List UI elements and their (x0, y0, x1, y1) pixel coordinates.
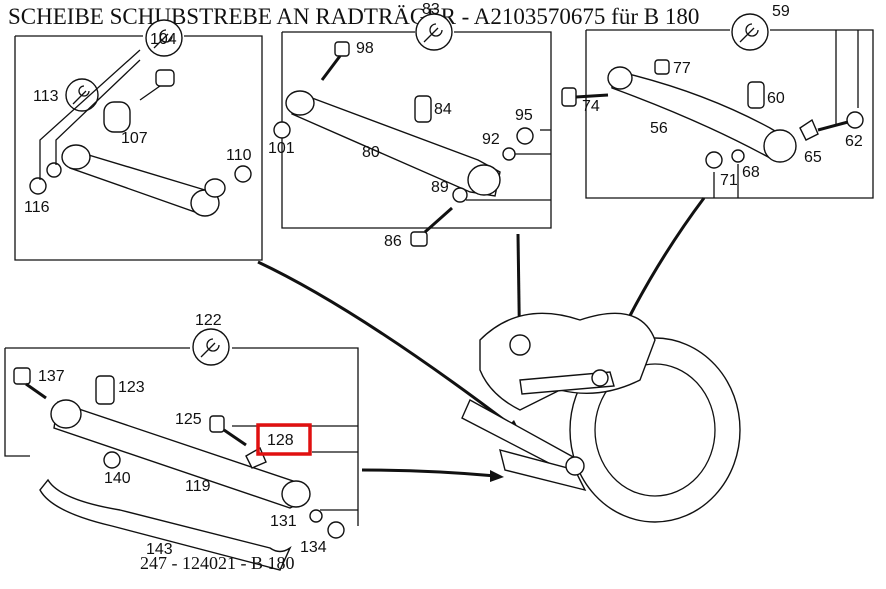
bolt-head-74 (561, 87, 577, 107)
washer (46, 162, 62, 178)
label-113: 113 (33, 88, 59, 105)
wrench-icon (731, 13, 769, 51)
label-143: 143 (146, 541, 173, 558)
bolt-head-125 (209, 415, 225, 433)
bolt-86 (424, 206, 453, 234)
bolt-62 (817, 120, 849, 132)
washer-92 (502, 147, 516, 161)
label-119: 119 (185, 478, 211, 495)
label-60: 60 (767, 90, 785, 107)
label-101: 101 (268, 140, 295, 157)
wrench-icon (145, 19, 183, 57)
bushing-107 (103, 101, 131, 133)
label-123: 123 (118, 379, 145, 396)
nut-77 (654, 59, 670, 75)
label-98: 98 (356, 40, 374, 57)
nut-71 (705, 151, 723, 169)
nut-95 (516, 127, 534, 145)
bushing-123 (95, 375, 115, 405)
bolt-98 (320, 55, 342, 81)
label-134: 134 (300, 539, 327, 556)
diagram-footer: 247 - 124021 - B 180 (140, 553, 295, 573)
label-128-highlighted[interactable]: 128 (267, 432, 294, 449)
label-56: 56 (650, 120, 668, 137)
nut-140 (103, 451, 121, 469)
label-77: 77 (673, 60, 691, 77)
nut-top (155, 69, 175, 87)
nut-110 (234, 165, 252, 183)
bolt-74 (575, 93, 609, 99)
wrench-number-104: 104 (150, 31, 177, 48)
label-71: 71 (720, 172, 738, 189)
bolt-line (139, 85, 161, 101)
label-89: 89 (431, 179, 449, 196)
arrow-upper-left (257, 260, 521, 434)
diagram-title: SCHEIBE SCHUBSTREBE AN RADTRÄGER - A2103… (8, 4, 699, 29)
label-137: 137 (38, 368, 65, 385)
nut-134 (327, 521, 345, 539)
assembly-arrows (257, 197, 706, 482)
panel-frame (585, 29, 874, 199)
nut-116 (29, 177, 47, 195)
bolt-head-98 (334, 41, 350, 57)
wrench-icon (65, 78, 99, 112)
highlight-box-128 (256, 423, 312, 456)
assembled-arm-upper (519, 371, 615, 395)
eccentric-65 (799, 118, 819, 141)
thrust-strut-119 (50, 399, 311, 509)
bolt-head-86 (410, 231, 428, 247)
label-65: 65 (804, 149, 822, 166)
label-68: 68 (742, 164, 760, 181)
wrench-icon (415, 13, 453, 51)
nut-101 (273, 121, 291, 139)
label-80: 80 (362, 144, 380, 161)
wrench-icon (192, 328, 230, 366)
panel-lower-left: 122 137 123 125 140 119 131 134 143 128 (4, 312, 359, 571)
label-95: 95 (515, 107, 533, 124)
washer-128 (245, 447, 267, 469)
leader (39, 49, 141, 180)
label-86: 86 (384, 233, 402, 250)
label-110: 110 (226, 147, 252, 164)
bolt-head-137 (13, 367, 31, 385)
bolt-125 (223, 428, 247, 447)
label-125: 125 (175, 411, 202, 428)
label-84: 84 (434, 101, 452, 118)
label-62: 62 (845, 133, 863, 150)
label-116: 116 (24, 199, 50, 216)
bolt-137 (25, 382, 47, 400)
panel-frame (14, 35, 263, 261)
panel-upper-left: 104 113 107 110 116 (14, 19, 263, 261)
panel-frame (4, 348, 30, 457)
label-74: 74 (582, 98, 600, 115)
bushing-60 (747, 81, 765, 109)
strut-arm-107 (61, 144, 226, 217)
label-131: 131 (270, 513, 297, 530)
wrench-number-122: 122 (195, 312, 222, 329)
label-140: 140 (104, 470, 131, 487)
control-arm-56 (607, 66, 797, 163)
wrench-number-83: 83 (422, 1, 440, 18)
panel-upper-middle: 83 98 84 95 92 101 80 89 86 (268, 1, 552, 250)
washer-89 (452, 187, 468, 203)
control-arm-80 (285, 90, 501, 197)
wrench-number-59: 59 (772, 3, 790, 20)
washer-131 (309, 509, 323, 523)
bolt-head-62 (846, 111, 864, 129)
label-92: 92 (482, 131, 500, 148)
label-107: 107 (121, 130, 148, 147)
arrow-lower-left (361, 468, 497, 478)
panel-upper-right: 59 77 74 60 56 65 62 71 68 (561, 3, 874, 199)
cover-143 (39, 478, 292, 571)
assembled-strut (499, 449, 587, 492)
bushing-84 (414, 95, 432, 123)
panel-frame (281, 31, 552, 229)
panel-frame-right (232, 347, 359, 526)
suspension-assembly (461, 312, 741, 523)
leader (55, 59, 141, 165)
washer-68 (731, 149, 745, 163)
